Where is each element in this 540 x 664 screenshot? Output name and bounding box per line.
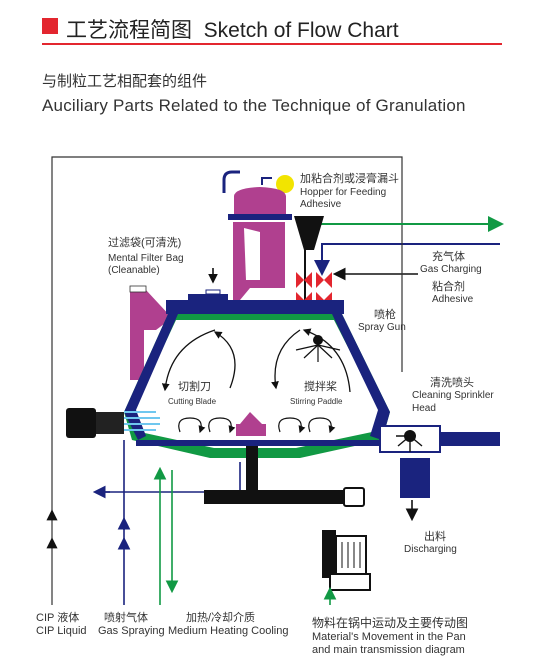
movement-label-en-2: and main transmission diagram [312, 644, 465, 656]
subtitle-en: Auciliary Parts Related to the Technique… [42, 96, 466, 115]
cip-label-en: CIP Liquid [36, 625, 87, 637]
filter-label-cn: 过滤袋(可清洗) [108, 235, 181, 249]
gas-label-cn: 充气体 [432, 249, 465, 263]
flow-loop-1 [178, 417, 206, 434]
chopper-housing [96, 412, 124, 434]
discharge-label-en: Discharging [404, 544, 457, 555]
flow-arrow-right-down [271, 329, 301, 390]
cleaning-label-cn: 清洗喷头 [430, 376, 474, 389]
feed-column-window [244, 228, 260, 280]
adhesive-funnel [294, 216, 324, 250]
flow-arrow-left-up [213, 331, 236, 389]
transmission-base [329, 573, 371, 591]
header-rule [42, 43, 502, 45]
stirring-label-en: Stirring Paddle [290, 397, 343, 406]
heating-label-cn: 加热/冷却介质 [186, 612, 256, 624]
subtitle-cn: 与制粒工艺相配套的组件 [42, 73, 208, 90]
lid-port [188, 294, 228, 300]
transmission-gearbox [335, 535, 367, 575]
header-accent-square [42, 18, 58, 34]
gas-charging-line [314, 243, 500, 276]
drive-base [204, 490, 344, 504]
hopper-flange [228, 214, 292, 220]
hopper-indicator-icon [276, 175, 294, 193]
filter-bag-arm [130, 290, 172, 380]
cleaning-label-en-1: Cleaning Sprinkler [412, 390, 494, 401]
spray-label-en: Spray Gun [358, 322, 406, 333]
adhesive-label-en: Adhesive [432, 294, 474, 305]
page-title: 工艺流程简图 Sketch of Flow Chart [66, 14, 399, 44]
hopper-dome [234, 187, 286, 214]
adhesive-label-cn: 粘合剂 [432, 279, 465, 293]
filter-bag-cap [129, 285, 147, 293]
spray-label-cn: 喷枪 [374, 307, 396, 321]
flow-arrow-left-down [161, 329, 216, 392]
discharge-label-cn: 出料 [424, 529, 446, 543]
outlet-pipe [440, 432, 500, 446]
flow-loop-4 [308, 417, 336, 434]
gas-spray-label-en: Gas Spraying [98, 625, 165, 637]
lid-port-cap [205, 289, 221, 295]
impeller-base [236, 424, 266, 436]
heating-label-en: Medium Heating Cooling [168, 625, 289, 637]
impeller-hub [240, 412, 262, 424]
discharge-pipe [400, 458, 430, 498]
hopper-label-en-1: Hopper for Feeding [300, 187, 386, 198]
valve-left-icon [296, 272, 312, 288]
filter-label-en-1: Mental Filter Bag [108, 253, 184, 264]
transmission-motor [322, 530, 336, 578]
main-shaft [246, 446, 258, 496]
hopper-label-cn: 加粘合剂或浸膏漏斗 [300, 171, 399, 185]
page-title-cn: 工艺流程简图 [66, 19, 192, 42]
hopper-label-en-2: Adhesive [300, 199, 342, 210]
filter-label-en-2: (Cleanable) [108, 265, 160, 276]
hopper-valve-stem [261, 177, 272, 185]
cleaning-label-en-2: Head [412, 403, 436, 414]
chopper-motor [66, 408, 96, 438]
gas-spray-label-cn: 喷射气体 [104, 612, 148, 624]
vessel-lid [166, 300, 344, 314]
hopper-crank-handle [222, 170, 240, 193]
flow-loop-2 [208, 417, 236, 434]
transmission-fins [341, 542, 361, 568]
stirring-label-cn: 搅拌桨 [304, 379, 337, 393]
flow-loop-3 [278, 417, 306, 434]
page-title-en: Sketch of Flow Chart [203, 19, 399, 42]
movement-label-en-1: Material's Movement in the Pan [312, 631, 466, 643]
spray-gun-icon [313, 335, 323, 345]
cleaning-spray-lines [396, 435, 423, 452]
drive-coupling [343, 487, 365, 507]
valve-right-icon [316, 272, 332, 288]
cip-label-cn: CIP 液体 [36, 612, 80, 624]
cip-frame-line [51, 156, 403, 605]
cutting-label-en: Cutting Blade [168, 397, 217, 406]
drive-line [96, 462, 241, 493]
movement-label-cn: 物料在锅中运动及主要传动图 [312, 616, 469, 630]
gas-label-en: Gas Charging [420, 264, 482, 275]
spray-pattern [295, 344, 341, 362]
cutting-label-cn: 切割刀 [178, 379, 211, 393]
flow-arrow-right-up [302, 328, 351, 393]
vessel-floor [136, 440, 380, 446]
